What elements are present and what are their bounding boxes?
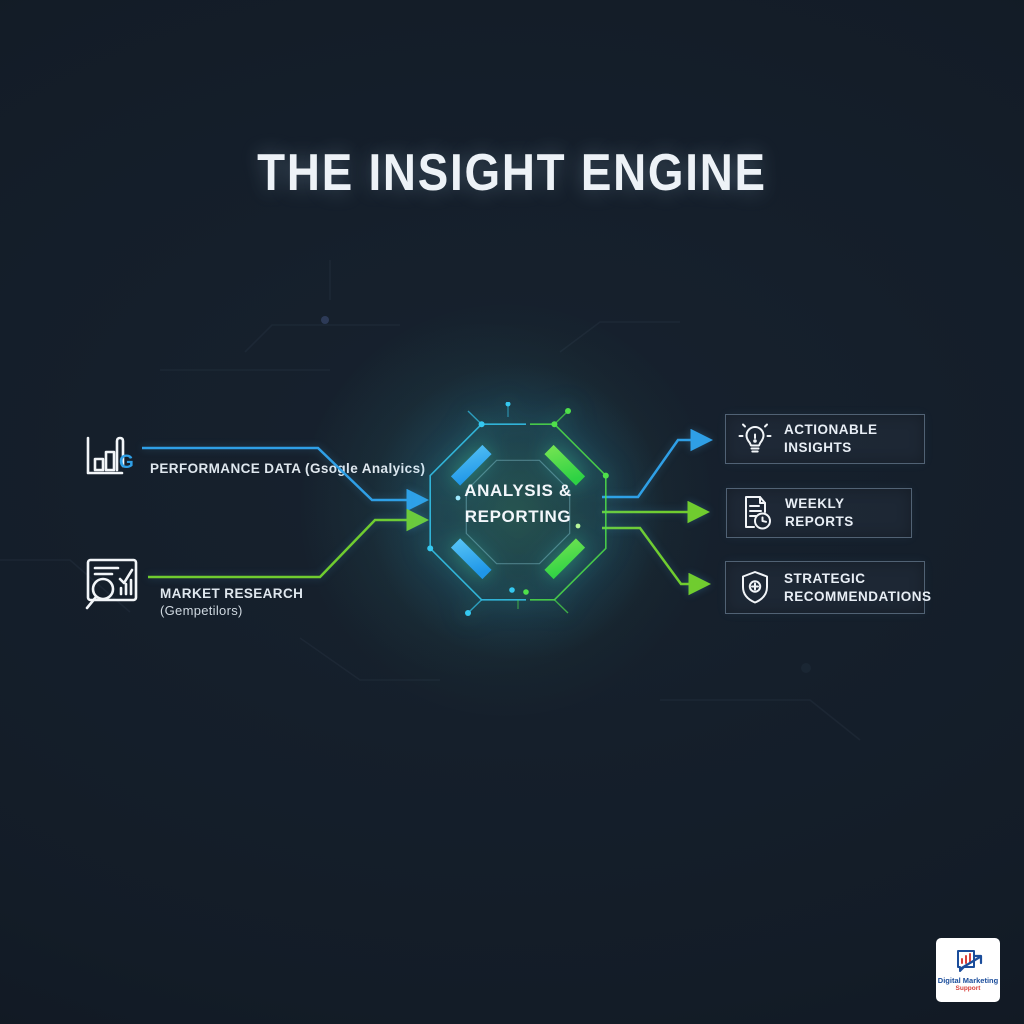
page-title: THE INSIGHT ENGINE	[257, 144, 767, 202]
hub-octagon-ring	[427, 401, 609, 616]
output-label-strategic: STRATEGIC	[784, 570, 866, 586]
output-label-weekly-reports: WEEKLY REPORTS	[785, 496, 854, 529]
digital-marketing-support-logo: Digital Marketing Support	[936, 938, 1000, 1002]
lightbulb-icon	[726, 418, 784, 460]
google-g-badge: G	[119, 452, 134, 473]
analysis-hub: ANALYSIS & REPORTING	[368, 362, 668, 662]
hub-label-line1: ANALYSIS &	[464, 481, 572, 500]
bar-chart-icon	[78, 426, 136, 489]
hub-label: ANALYSIS & REPORTING	[408, 478, 628, 530]
input-label-market-research: MARKET RESEARCH	[160, 586, 304, 601]
output-label-recommendations: RECOMMENDATIONS	[784, 588, 932, 604]
logo-subtitle: Support	[955, 984, 981, 992]
output-label-actionable-insights: ACTIONABLE INSIGHTS	[784, 422, 878, 455]
input-sublabel-competitors: (Gempetilors)	[160, 603, 243, 618]
output-box-actionable-insights: ACTIONABLE INSIGHTS	[725, 414, 925, 464]
report-clock-icon	[727, 492, 785, 534]
shield-icon	[726, 567, 784, 609]
hub-label-line2: REPORTING	[464, 507, 572, 526]
logo-chart-icon	[957, 949, 983, 972]
logo-title: Digital Marketing	[937, 975, 999, 985]
market-research-icon	[80, 552, 142, 621]
output-box-strategic-recommendations: STRATEGIC RECOMMENDATIONS	[725, 561, 931, 614]
output-label-strategic-recommendations: STRATEGIC RECOMMENDATIONS	[784, 570, 932, 606]
hub-glow	[368, 362, 668, 662]
output-box-weekly-reports: WEEKLY REPORTS	[726, 488, 912, 538]
